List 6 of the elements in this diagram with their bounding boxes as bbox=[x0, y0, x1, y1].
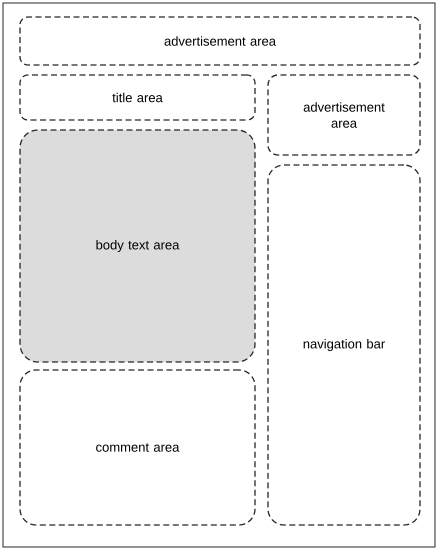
area-box: comment area bbox=[19, 369, 256, 526]
text-area-box: body text area bbox=[19, 129, 256, 363]
area-box: advertisement area bbox=[19, 16, 421, 66]
area-box: navigation bar bbox=[267, 164, 421, 526]
area-box: title area bbox=[19, 74, 256, 121]
area-box: advertisement area bbox=[267, 74, 421, 156]
